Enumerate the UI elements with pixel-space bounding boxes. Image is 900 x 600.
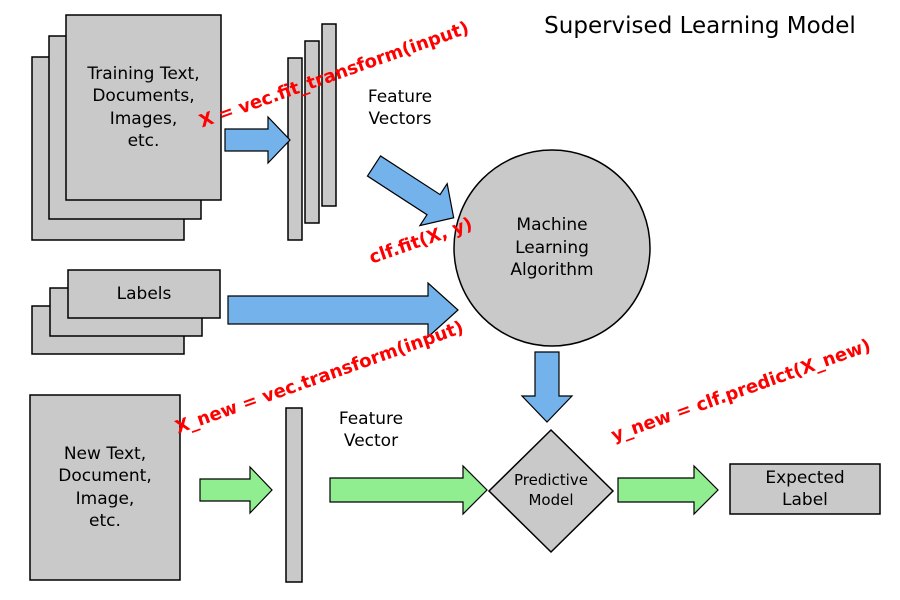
- labels-label: Labels: [116, 283, 172, 304]
- arrow-labels-to-algorithm: [227, 281, 459, 339]
- predictive-model-label: Predictive Model: [514, 471, 588, 509]
- ml-algorithm-label: Machine Learning Algorithm: [510, 215, 594, 281]
- new-document-box: [29, 394, 181, 581]
- new-document-label: New Text, Document, Image, etc.: [58, 443, 152, 531]
- expected-label-box: [729, 463, 881, 515]
- arrow-algorithm-to-model: [520, 351, 574, 423]
- feature-vector-bar-2: [304, 40, 320, 224]
- feature-vectors-label: Feature Vectors: [367, 86, 433, 129]
- labels-stack: [31, 269, 221, 355]
- predictive-model-diamond: [487, 428, 615, 554]
- feature-vector-label: Feature Vector: [338, 408, 404, 451]
- arrow-model-to-label: [617, 464, 719, 516]
- training-documents-stack: [31, 14, 222, 241]
- feature-vector-bar-1: [287, 57, 303, 241]
- ml-algorithm-circle: [453, 149, 651, 347]
- diagram-title: Supervised Learning Model: [544, 13, 856, 39]
- feature-vectors-bars: [287, 23, 337, 241]
- labels-doc-front: [67, 269, 221, 319]
- arrow-features-to-algorithm: [366, 155, 455, 227]
- arrow-newdoc-to-vector: [199, 465, 273, 515]
- feature-vector-bar-bottom: [285, 407, 303, 583]
- expected-label-label: Expected Label: [765, 467, 845, 510]
- training-doc-front: [65, 14, 222, 201]
- arrow-vector-to-model: [329, 464, 488, 516]
- arrow-docs-to-features: [224, 115, 291, 165]
- feature-vector-bar-3: [321, 23, 337, 207]
- training-documents-label: Training Text, Documents, Images, etc.: [87, 63, 200, 151]
